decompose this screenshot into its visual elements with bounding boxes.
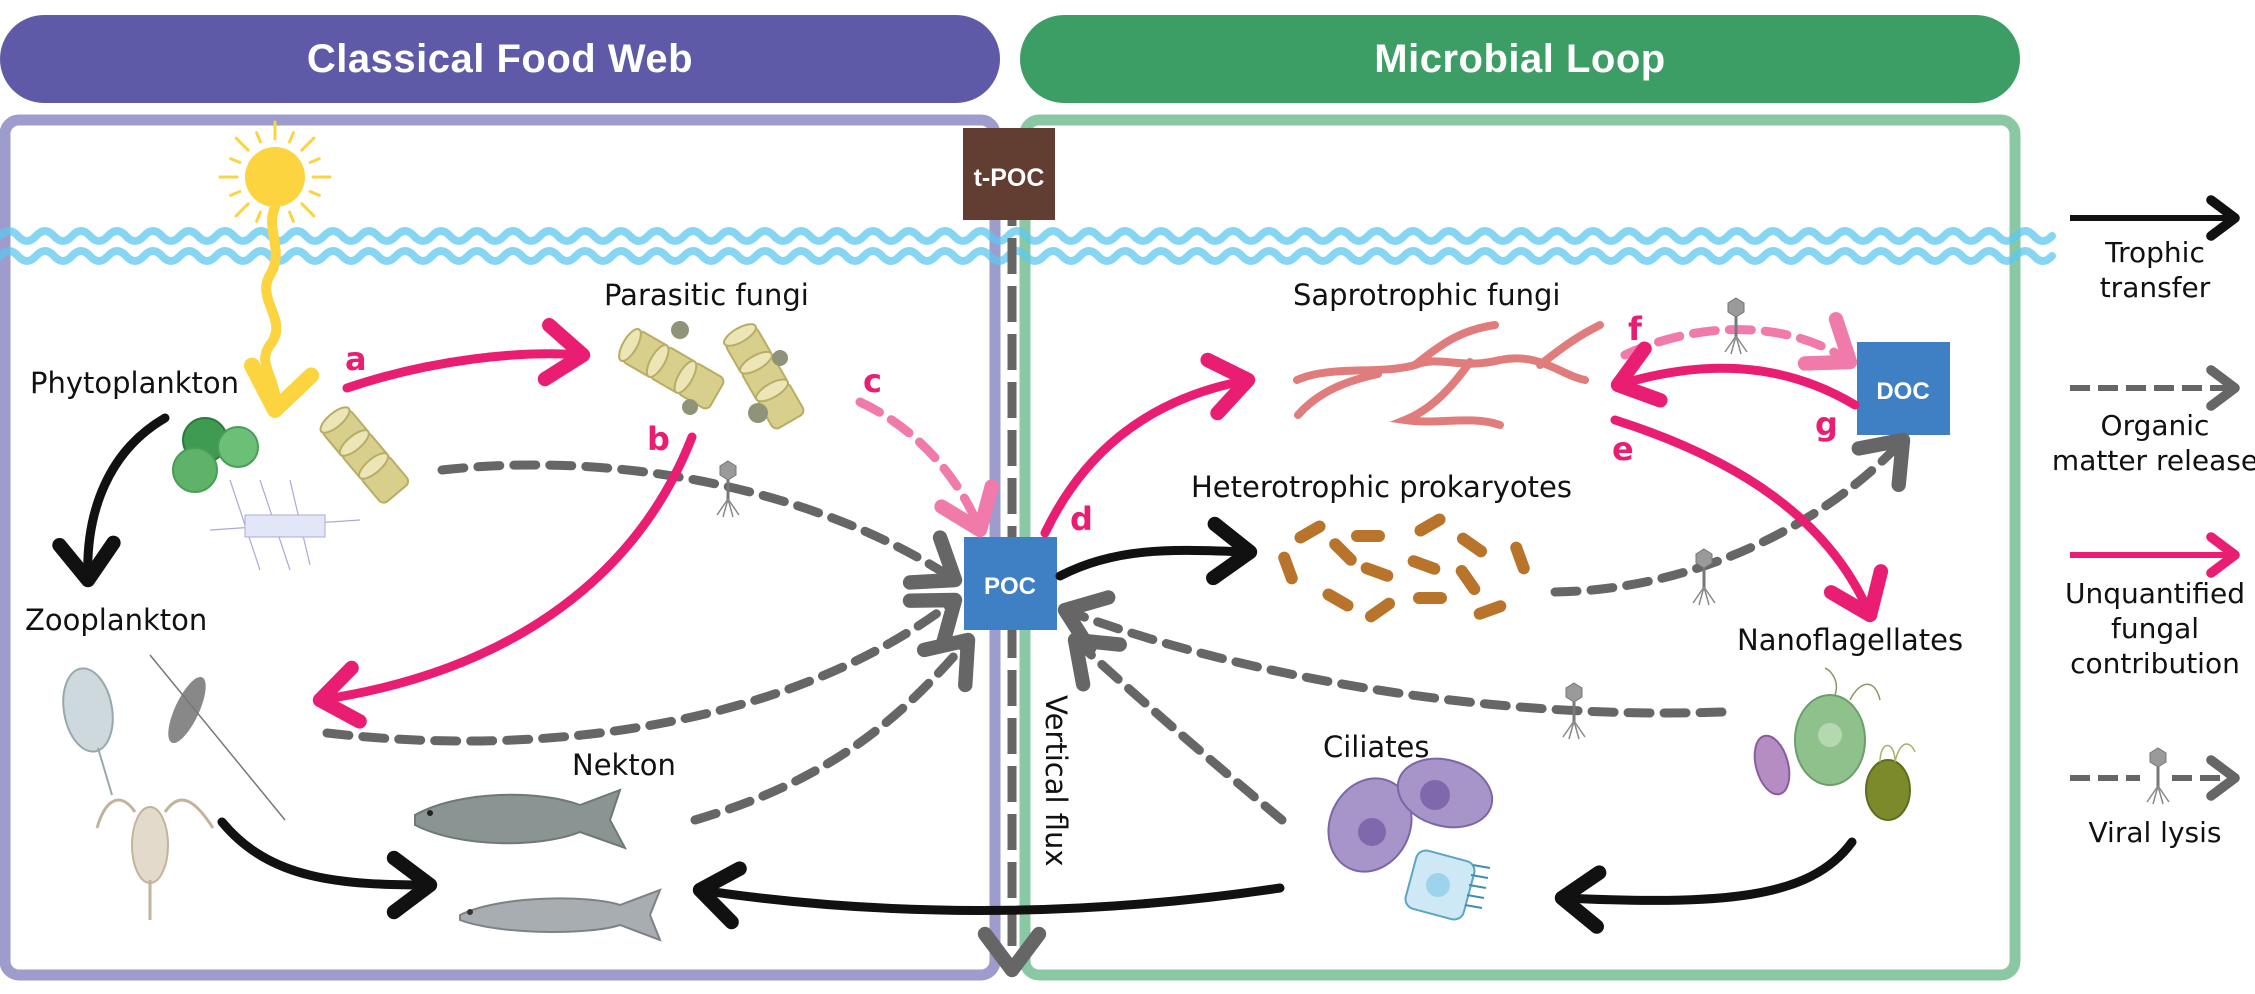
parasitic-fungi-label: Parasitic fungi xyxy=(604,278,809,312)
water-surface-waves xyxy=(0,227,2056,265)
bacterium-cell xyxy=(1320,586,1356,614)
sun-ray xyxy=(234,136,250,152)
bacterium-cell xyxy=(1358,560,1396,584)
tpoc-box xyxy=(963,128,1055,220)
arrow-zoo-to-nekton xyxy=(217,817,438,920)
legend-organic-line1: Organic xyxy=(2101,409,2210,442)
arrow-a-phyto-to-parasitic-fungi xyxy=(342,318,591,393)
sun-ray xyxy=(255,210,262,223)
sun-ray xyxy=(300,202,316,218)
sun-ray xyxy=(229,157,242,164)
sun-ray xyxy=(234,202,250,218)
arrow-g-doc-to-saprotrophic-fungi xyxy=(1610,341,1860,410)
saprotrophic-fungi-label: Saprotrophic fungi xyxy=(1293,278,1560,312)
poc-label: POC xyxy=(984,573,1036,600)
zooplankton-label: Zooplankton xyxy=(25,603,207,637)
pathway-letter-g: g xyxy=(1815,405,1838,443)
sun-ray xyxy=(308,157,321,164)
pathway-letter-f: f xyxy=(1628,310,1643,348)
ciliates-label: Ciliates xyxy=(1323,730,1430,764)
legend-item-trophic: Trophic transfer xyxy=(2070,195,2240,304)
sun-ray xyxy=(255,131,262,144)
legend-item-fungal: Unquantified fungal contribution xyxy=(2065,532,2245,680)
microbial-loop-title: Microbial Loop xyxy=(1374,36,1666,81)
pathway-letter-a: a xyxy=(345,340,367,378)
bacterium-cell xyxy=(1413,592,1447,604)
virus-icon xyxy=(1691,547,1717,607)
arrow-nekton-to-poc xyxy=(690,632,976,825)
virus-icon xyxy=(2145,746,2171,806)
doc-label: DOC xyxy=(1876,378,1929,405)
legend-fungal-line2: fungal xyxy=(2111,612,2199,645)
heterotrophic-prokaryotes-illustration xyxy=(1276,511,1532,625)
phytoplankton-illustration xyxy=(172,402,412,571)
pathway-letter-d: d xyxy=(1070,500,1093,538)
fungal-arrows xyxy=(312,312,1889,729)
sunlight-arrow xyxy=(243,202,320,418)
legend-organic-line2: matter release xyxy=(2052,444,2255,477)
bacterium-cell xyxy=(1471,598,1509,622)
arrow-c-parasitic-fungi-to-poc xyxy=(855,397,999,538)
legend: Trophic transfer Organic matter release … xyxy=(2052,195,2255,849)
arrow-phyto-to-zoo xyxy=(52,413,170,588)
phytoplankton-label: Phytoplankton xyxy=(30,366,239,400)
bacterium-cell xyxy=(1292,518,1328,546)
sun-ray xyxy=(229,190,242,197)
bacterium-cell xyxy=(1405,553,1443,577)
arrow-prokaryotes-to-doc xyxy=(1550,432,1911,597)
arrow-zoo-to-poc xyxy=(322,592,963,746)
bacterium-cell xyxy=(1454,530,1490,560)
sun-ray xyxy=(288,210,295,223)
vertical-flux-label: Vertical flux xyxy=(1039,695,1073,867)
poc-box xyxy=(964,537,1057,630)
doc-box xyxy=(1857,342,1950,435)
nekton-illustration xyxy=(414,788,662,942)
arrow-e-saprotrophic-fungi-to-nanoflagellates xyxy=(1610,415,1889,623)
pathway-letter-e: e xyxy=(1612,430,1634,468)
bacterium-cell xyxy=(1351,530,1385,542)
bacterium-cell xyxy=(1276,549,1300,587)
bacterium-cell xyxy=(1362,595,1398,625)
legend-fungal-line3: contribution xyxy=(2070,647,2240,680)
organic-release-arrows xyxy=(322,432,1911,825)
bacterium-cell xyxy=(1508,539,1532,577)
legend-fungal-line1: Unquantified xyxy=(2065,577,2245,610)
legend-viral-line1: Viral lysis xyxy=(2089,816,2222,849)
tpoc-label: t-POC xyxy=(974,164,1045,192)
microbial-loop-header: Microbial Loop xyxy=(1020,15,2020,103)
heterotrophic-prokaryotes-label: Heterotrophic prokaryotes xyxy=(1191,470,1572,504)
legend-trophic-line2: transfer xyxy=(2100,271,2211,304)
arrow-ciliates-to-poc xyxy=(1067,632,1287,825)
nanoflagellates-illustration xyxy=(1753,667,1916,821)
saprotrophic-fungi-illustration xyxy=(1293,321,1604,429)
arrow-ciliates-to-nekton xyxy=(692,861,1285,930)
legend-item-viral: Viral lysis xyxy=(2070,746,2240,849)
nanoflagellates-label: Nanoflagellates xyxy=(1737,623,1963,657)
legend-trophic-line1: Trophic xyxy=(2104,236,2205,269)
legend-item-organic: Organic matter release xyxy=(2052,365,2255,477)
classical-food-web-header: Classical Food Web xyxy=(0,15,1000,103)
arrow-d-poc-to-saprotrophic-fungi xyxy=(1040,352,1256,538)
pathway-letter-b: b xyxy=(647,420,670,458)
classical-food-web-title: Classical Food Web xyxy=(306,36,694,81)
arrow-f-saprotrophic-fungi-to-doc xyxy=(1620,312,1858,371)
bacterium-cell xyxy=(1412,511,1448,539)
sun-ray xyxy=(300,136,316,152)
arrow-poc-to-prokaryotes xyxy=(1055,516,1258,586)
zooplankton-illustration xyxy=(62,654,286,920)
nekton-label: Nekton xyxy=(572,748,676,782)
sun-ray xyxy=(308,190,321,197)
ciliates-illustration xyxy=(1327,757,1494,921)
arrow-nanoflagellates-to-ciliates xyxy=(1554,837,1857,934)
trophic-arrows xyxy=(52,413,1857,934)
sun-ray xyxy=(288,131,295,144)
arrow-phyto-to-poc xyxy=(437,460,963,590)
pathway-letter-c: c xyxy=(863,362,882,400)
parasitic-fungi-illustration xyxy=(613,318,807,432)
arrow-b-parasitic-fungi-to-zoo xyxy=(312,432,697,729)
bacterium-cell xyxy=(1453,562,1483,598)
arrow-nanoflagellates-to-poc xyxy=(1057,590,1727,718)
